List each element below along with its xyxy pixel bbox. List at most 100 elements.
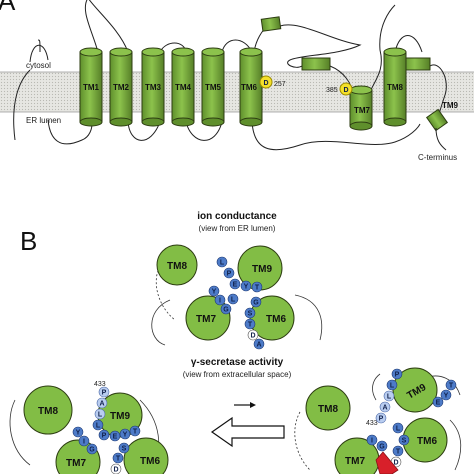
tm7-label: TM7 [354, 106, 371, 115]
svg-text:S: S [248, 311, 253, 318]
svg-text:P: P [102, 433, 107, 440]
svg-text:T: T [396, 449, 401, 456]
gamma-left-disk-tm8: TM8 [23, 385, 73, 435]
gamma-left-residue-chain: P A L L P E Y T Y I G S T D [72, 386, 141, 474]
svg-text:P: P [395, 372, 400, 379]
ion-disk-tm8: TM8 [156, 244, 198, 286]
cytosolic-helix-1 [260, 16, 282, 32]
residue-385-label: 385 [326, 87, 338, 94]
svg-text:G: G [379, 444, 385, 451]
panel-b-label: B [20, 226, 37, 256]
svg-text:T: T [248, 322, 253, 329]
gamma-right-disk-tm8: TM8 [305, 385, 351, 431]
tm1-label: TM1 [83, 83, 100, 92]
ion-conductance-subtitle: (view from ER lumen) [199, 224, 276, 233]
tm3-helix: TM3 [141, 47, 165, 127]
c-terminus-label: C-terminus [418, 153, 457, 162]
svg-text:L: L [98, 412, 103, 419]
svg-text:Y: Y [76, 430, 81, 437]
tm1-helix: TM1 [79, 47, 103, 127]
svg-text:L: L [231, 297, 236, 304]
asp-385-letter: D [343, 87, 348, 94]
svg-text:D: D [250, 333, 255, 340]
panel-b: B ion conductance (view from ER lumen) T… [9, 211, 462, 474]
tm4-label: TM4 [175, 83, 192, 92]
svg-text:I: I [219, 298, 221, 305]
svg-text:A: A [382, 405, 387, 412]
svg-text:I: I [371, 438, 373, 445]
asp-385-marker: 385 D [326, 82, 353, 96]
svg-text:TM8: TM8 [167, 261, 187, 272]
svg-text:I: I [83, 439, 85, 446]
tm8-label: TM8 [387, 83, 404, 92]
svg-text:E: E [436, 400, 441, 407]
svg-text:E: E [233, 282, 238, 289]
asp-257-marker: D 257 [259, 75, 286, 89]
asp-257-letter: D [263, 80, 268, 87]
svg-text:T: T [449, 383, 454, 390]
residue-257-label: 257 [274, 81, 286, 88]
svg-text:A: A [99, 401, 104, 408]
tm2-helix: TM2 [109, 47, 133, 127]
cleavage-arrow-icon [375, 451, 399, 474]
svg-text:P: P [379, 416, 384, 423]
svg-text:L: L [396, 426, 401, 433]
svg-text:TM6: TM6 [266, 314, 286, 325]
svg-text:P: P [102, 390, 107, 397]
ion-conductance-diagram: TM8 TM9 TM7 TM6 L P E Y T Y I [151, 244, 323, 350]
gamma-secretase-title: γ-secretase activity [191, 357, 284, 368]
panel-a-label: A [0, 0, 16, 16]
gamma-right-433: 433 [366, 420, 378, 427]
svg-text:T: T [255, 285, 260, 292]
svg-text:TM7: TM7 [196, 314, 216, 325]
svg-text:TM8: TM8 [318, 404, 338, 415]
svg-text:L: L [96, 423, 101, 430]
svg-text:TM7: TM7 [66, 458, 86, 469]
gamma-left-state: TM8 TM9 TM7 TM6 433 P A L L P E [9, 381, 169, 474]
svg-text:A: A [256, 342, 261, 349]
gamma-right-residue-chain: P A L L P E Y T I G L S T D [366, 368, 457, 468]
svg-text:D: D [393, 460, 398, 467]
tm5-label: TM5 [205, 83, 222, 92]
gamma-secretase-subtitle: (view from extracellular space) [183, 370, 292, 379]
tm9-helix: TM9 [425, 101, 459, 132]
gamma-left-433: 433 [94, 381, 106, 388]
tm7-helix: TM7 [349, 85, 373, 131]
ion-conductance-title: ion conductance [197, 211, 277, 222]
svg-text:TM8: TM8 [38, 406, 58, 417]
tm9-label: TM9 [442, 101, 459, 110]
panel-a: A cytosol ER lumen [0, 0, 474, 162]
svg-text:Y: Y [444, 393, 449, 400]
tm2-label: TM2 [113, 83, 130, 92]
svg-text:E: E [113, 434, 118, 441]
svg-text:TM7: TM7 [345, 456, 365, 467]
cytosol-label: cytosol [26, 61, 51, 70]
tm8-helix: TM8 [383, 47, 407, 127]
gamma-right-disk-tm9: TM9 [392, 367, 438, 413]
cytosolic-helix-2 [301, 57, 331, 71]
svg-text:P: P [227, 271, 232, 278]
svg-text:S: S [402, 438, 407, 445]
svg-text:TM6: TM6 [417, 436, 437, 447]
svg-text:T: T [116, 456, 121, 463]
ion-disk-tm7: TM7 [185, 295, 231, 341]
tm6-label: TM6 [241, 83, 258, 92]
gamma-right-state: TM8 TM9 TM7 TM6 433 P A L L P E [294, 367, 462, 474]
svg-text:G: G [89, 447, 95, 454]
svg-text:G: G [253, 300, 259, 307]
tm3-label: TM3 [145, 83, 162, 92]
gamma-left-disk-tm6: TM6 [123, 437, 169, 474]
ion-residue-chain: L P E Y T Y I G L G S T D A [208, 256, 265, 350]
svg-text:L: L [390, 383, 395, 390]
svg-text:G: G [223, 307, 229, 314]
tm4-helix: TM4 [171, 47, 195, 127]
transition-arrows [210, 402, 285, 448]
svg-text:Y: Y [123, 432, 128, 439]
svg-text:TM9: TM9 [110, 411, 130, 422]
tm5-helix: TM5 [201, 47, 225, 127]
svg-text:L: L [220, 260, 225, 267]
er-lumen-label: ER lumen [26, 116, 61, 125]
tm6-helix: TM6 [239, 47, 263, 127]
svg-text:TM6: TM6 [140, 456, 160, 467]
